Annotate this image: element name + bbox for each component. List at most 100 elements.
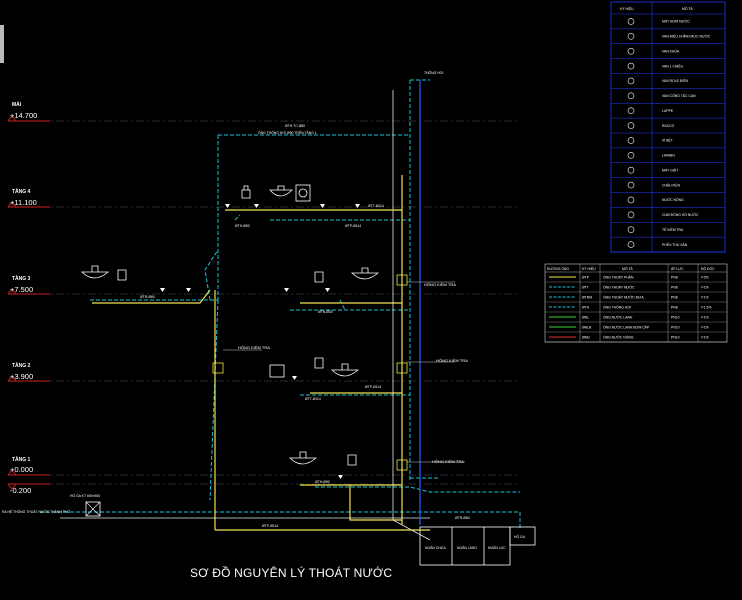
pipe-table-cell: PN8 xyxy=(671,305,678,309)
cleanout-labels: HỘNG KIỂM TRA HỘNG KIỂM TRA HỘNG KIỂM TR… xyxy=(223,281,468,464)
cleanouts xyxy=(212,274,408,471)
pipe-table-cell: i=1% xyxy=(701,325,709,329)
legend-item-label: VAN ĐIỆU CHỈNH MỰC NƯỚC xyxy=(662,34,711,39)
legend-symbol-icon xyxy=(627,62,635,70)
level-elevation: +14.700 xyxy=(10,111,37,120)
scrollbar-thumb[interactable] xyxy=(0,25,4,63)
legend-symbol-icon xyxy=(627,77,635,85)
legend-item-label: CỤM ĐỒNG HỒ NƯỚC xyxy=(662,212,699,217)
legend-item-label: LUPPE xyxy=(662,109,674,113)
legend-symbol-icon xyxy=(627,107,635,114)
level-elevation: +3.900 xyxy=(10,372,33,381)
drawing-title: SƠ ĐỒ NGUYÊN LÝ THOÁT NƯỚC xyxy=(190,565,392,580)
pipe-table-cell: ØTRM xyxy=(582,295,592,299)
pipe-table-cell: ỐNG NƯỚC LẠNH xyxy=(603,314,633,319)
level-name: MÁI xyxy=(12,101,22,108)
floor-drains xyxy=(160,204,360,479)
pipe-table-cell: ØNN xyxy=(582,335,590,339)
pipe-table-cell: i=1% xyxy=(701,285,709,289)
pipe-type-table: ĐƯỜNG ỐNG KÝ HIỆU MÔ TẢ ÁP LỰC ĐỘ DỐC ØT… xyxy=(544,263,728,343)
city-sewer-label: RA HỆ THỐNG THOÁT NƯỚC THÀNH PHỐ xyxy=(2,509,70,514)
legend-symbol-icon xyxy=(627,226,635,233)
vent-pipe-label: ỐNG THÔNG HƠI Ø90 TRÊN TẦNG 1 xyxy=(258,130,317,135)
legend-item-label: MÁY GIẶT xyxy=(662,168,678,172)
pipe-table-cell: ỐNG THOÁT NƯỚC xyxy=(603,284,635,289)
pipe-code: ØTP-Ø114 xyxy=(345,224,361,228)
pipe-table-cell: ØNLB xyxy=(582,325,592,329)
legend-symbol-icon xyxy=(627,211,635,219)
pipe-table-cell: ỐNG NƯỚC NÓNG xyxy=(603,334,634,339)
legend-item-label: VAN KHÓA xyxy=(662,48,680,53)
tank-label: NGĂN LẮNG xyxy=(457,545,477,550)
legend-item-label: XÍ BỆT xyxy=(662,138,673,143)
pipe-table-cell: PN10 xyxy=(671,315,680,319)
vent-pipe-code: ØTH-TC Ø60 xyxy=(285,124,305,128)
tank-label: NGĂN LỌC xyxy=(488,546,506,550)
pipe-table-cell: PN8 xyxy=(671,295,678,299)
legend-symbol-icon xyxy=(627,47,635,55)
manhole-label: HỐ GA KT 600×600 xyxy=(70,493,100,498)
pipe-table-cell: PN10 xyxy=(671,335,680,339)
pipe-table-header: MÔ TẢ xyxy=(622,266,633,271)
legend-symbol-icon xyxy=(627,241,635,248)
level-name: TẦNG 4 xyxy=(12,188,31,195)
legend-symbol-icon xyxy=(627,137,635,144)
pipe-table-header: ĐƯỜNG ỐNG xyxy=(547,266,569,271)
pipe-table-cell: i=1.5% xyxy=(701,305,711,309)
pipe-table-cell: ỐNG NƯỚC LẠNH BƠM CẤP xyxy=(603,324,650,329)
legend-symbol-icon xyxy=(627,181,635,189)
legend-item-label: NƯỚC NÓNG xyxy=(662,197,684,202)
waste-pipes xyxy=(60,90,431,541)
legend-symbol-icon xyxy=(627,196,635,204)
level-lines xyxy=(7,115,520,490)
tank-label: NGĂN CHỨA xyxy=(425,545,447,550)
legend-symbol-icon xyxy=(627,152,635,159)
legend-symbol-icon xyxy=(627,92,635,100)
legend-item-label: PHỄU THU SÀN xyxy=(662,242,688,247)
fixtures xyxy=(81,184,380,466)
legend-item-label: VAN CÔNG TẮC CẠN xyxy=(662,93,696,98)
legend-symbol-icon xyxy=(627,18,635,25)
manhole: HỐ GA KT 600×600 RA HỆ THỐNG THOÁT NƯỚC … xyxy=(2,493,101,517)
pipe-table-cell: ØTP xyxy=(582,275,590,279)
pipe-table-cell: ØTH xyxy=(582,305,590,309)
vent-top-label: THÔNG HƠI xyxy=(424,70,444,75)
pipe-code: ØTT-Ø114 xyxy=(305,397,321,401)
legend-symbol-icon xyxy=(627,33,635,40)
legend-item-label: VAN ROLE ĐIỆN xyxy=(662,78,688,83)
pipe-table-cell: ØNL xyxy=(582,315,589,319)
legend-header: KÝ HIỆU xyxy=(620,6,634,11)
level-elevation: +11.100 xyxy=(10,198,37,207)
tank-label: HỐ GA xyxy=(514,534,526,539)
legend-item-label: CHẬU RỬA xyxy=(662,182,681,187)
pipe-code: ØTH-Ø90 xyxy=(315,480,330,484)
level-elevation: -0.200 xyxy=(10,486,31,495)
legend-symbol-icon xyxy=(627,166,635,174)
pipe-table-cell: PN10 xyxy=(671,325,680,329)
level-name: TẦNG 3 xyxy=(12,275,31,282)
pipe-code: ØTN-Ø34 xyxy=(318,310,333,314)
legend-item-label: RACCO xyxy=(662,124,675,128)
pipe-table-header: ÁP LỰC xyxy=(671,267,684,271)
legend-header: MÔ TẢ xyxy=(682,6,693,11)
pipe-table-cell: i=1% xyxy=(701,315,709,319)
pipe-table-cell: i=1% xyxy=(701,295,709,299)
cleanout-label: HỘNG KIỂM TRA xyxy=(436,358,468,363)
pipe-table-cell: ỐNG THOÁT NƯỚC MƯA xyxy=(603,294,644,299)
level-elevation: +7.500 xyxy=(10,285,33,294)
legend-item-label: LAVABO xyxy=(662,154,675,158)
cleanout-label: HỘNG KIỂM TRA xyxy=(238,345,270,350)
pipe-code: ØTH-Ø90 xyxy=(235,224,250,228)
pipe-code: ØTR-Ø60 xyxy=(140,295,155,299)
level-name: TẦNG 1 xyxy=(12,456,31,463)
pipe-code: ØTP-Ø114 xyxy=(365,385,381,389)
pipe-code: ØTP-Ø114 xyxy=(262,524,278,528)
pipe-table-cell: i=1% xyxy=(701,335,709,339)
legend-item-label: VAN 1 CHIỀU xyxy=(662,63,684,68)
level-elevation: +0.000 xyxy=(10,465,33,474)
pipe-table-cell: ỐNG THÔNG HƠI xyxy=(603,304,631,309)
cleanout-label: HỘNG KIỂM TRA xyxy=(432,459,464,464)
pipe-code: ØTR-Ø60 xyxy=(455,516,470,520)
